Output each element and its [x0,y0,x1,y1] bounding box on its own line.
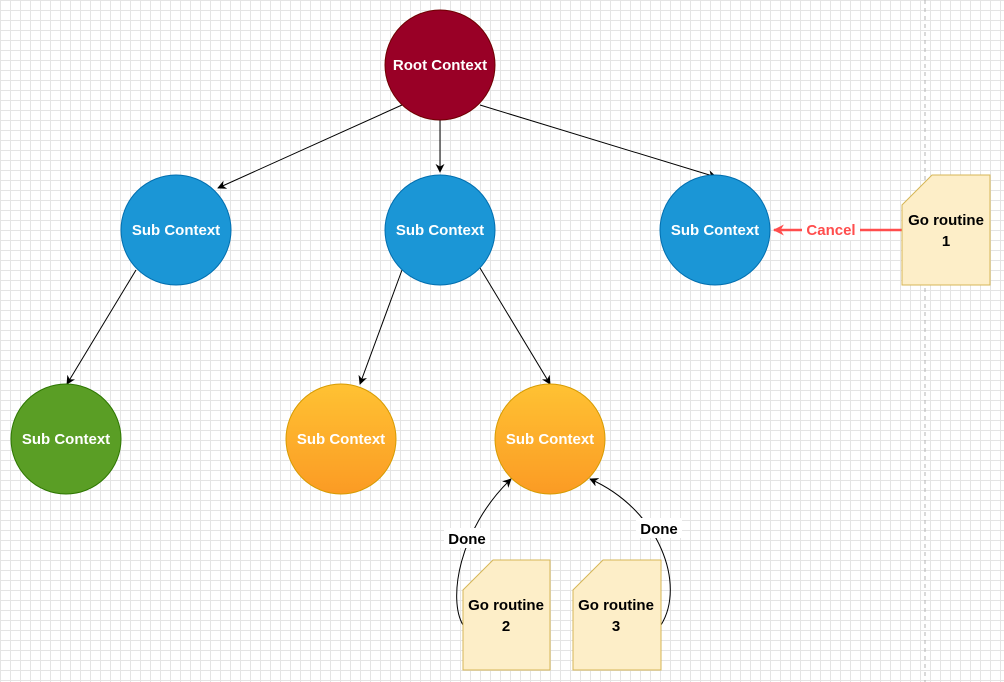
edge-labels: Cancel Done Done [444,220,860,548]
cancel-label: Cancel [806,222,855,239]
edge-done-right [589,478,671,626]
done-right-label: Done [640,521,678,538]
note-go-routine-1[interactable]: Go routine 1 [901,174,991,286]
sub-context-middle-circle [384,174,496,286]
sub-context-orange-right-label: Sub Context [506,431,594,448]
go-routine-3-card [572,559,662,671]
go-routine-1-line1: Go routine [908,212,984,229]
node-sub-context-middle[interactable]: Sub Context [384,174,496,286]
sub-context-green-circle [10,383,122,495]
sub-context-middle-label: Sub Context [396,222,484,239]
node-sub-context-orange-left[interactable]: Sub Context [285,383,397,495]
sub-context-left-circle [120,174,232,286]
go-routine-1-card [901,174,991,286]
edge-sub-middle-to-orange-right [479,267,551,385]
sub-context-right-circle [659,174,771,286]
sub-context-green-label: Sub Context [22,431,110,448]
done-left-label-bg [444,528,490,548]
note-go-routine-3[interactable]: Go routine 3 [572,559,662,671]
node-sub-context-right[interactable]: Sub Context [659,174,771,286]
go-routine-3-line1: Go routine [578,597,654,614]
note-go-routine-2[interactable]: Go routine 2 [462,559,551,671]
sub-context-right-label: Sub Context [671,222,759,239]
go-routine-2-line2: 2 [502,618,510,635]
edge-root-to-sub-left [217,104,403,189]
edge-root-to-sub-right [479,104,717,179]
node-sub-context-orange-right[interactable]: Sub Context [494,383,606,495]
node-sub-context-left[interactable]: Sub Context [120,174,232,286]
sub-context-orange-right-circle [494,383,606,495]
edge-done-left [456,478,512,626]
done-left-label: Done [448,531,486,548]
node-root-context[interactable]: Root Context [384,9,496,121]
sub-context-orange-left-label: Sub Context [297,431,385,448]
cancel-label-bg [802,220,860,240]
root-context-label: Root Context [393,57,487,74]
done-right-label-bg [636,518,682,538]
go-routine-3-line2: 3 [612,618,620,635]
edge-sub-middle-to-orange-left [358,269,403,385]
edge-sub-left-to-green [66,269,137,385]
node-sub-context-green[interactable]: Sub Context [10,383,122,495]
go-routine-1-line2: 1 [942,233,950,250]
sub-context-left-label: Sub Context [132,222,220,239]
edges [66,104,902,626]
root-context-circle [384,9,496,121]
go-routine-2-line1: Go routine [468,597,544,614]
go-routine-2-card [462,559,551,671]
sub-context-orange-left-circle [285,383,397,495]
